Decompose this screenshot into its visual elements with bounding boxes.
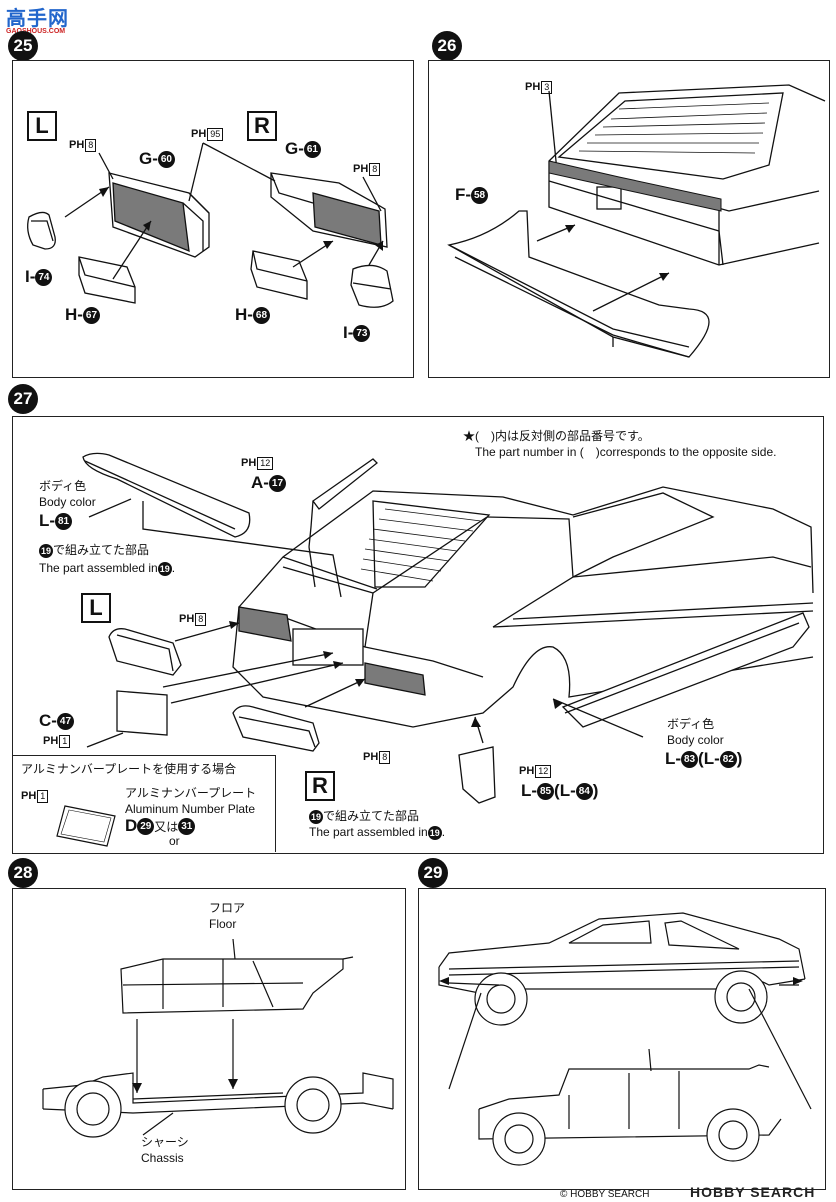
opposite-side-note-en: The part number in ( )corresponds to the… xyxy=(475,445,777,459)
part-h68: H-68 xyxy=(235,305,270,325)
hobby-search-watermark: © HOBBY SEARCH xyxy=(560,1189,650,1200)
step-29-illustration xyxy=(438,912,812,1166)
step-26-number: 26 xyxy=(432,31,462,61)
plate-name-jp: アルミナンバープレート xyxy=(125,786,257,800)
part-l81: L-81 xyxy=(39,511,73,531)
part-i74: I-74 xyxy=(25,267,53,287)
part-c47: C-47 xyxy=(39,711,74,731)
step-27-panel: ★( )内は反対側の部品番号です。 The part number in ( )… xyxy=(12,416,824,854)
step-29-panel xyxy=(418,888,826,1190)
plate-name-en: Aluminum Number Plate xyxy=(125,802,256,816)
step-29-number: 29 xyxy=(418,858,448,888)
step-28-panel: フロア Floor シャーシ Chassis xyxy=(12,888,406,1190)
left-side-badge: L xyxy=(27,111,57,141)
opposite-side-note-jp: ★( )内は反対側の部品番号です。 xyxy=(463,429,650,443)
step-26-illustration xyxy=(447,84,826,358)
floor-label-jp: フロア xyxy=(209,901,246,915)
chassis-label-en: Chassis xyxy=(141,1151,184,1165)
floor-label-en: Floor xyxy=(209,917,237,931)
chassis-label-jp: シャーシ xyxy=(141,1135,189,1149)
step-25-number: 25 xyxy=(8,31,38,61)
part-g60: G-60 xyxy=(139,149,175,169)
plate-option-title: アルミナンバープレートを使用する場合 xyxy=(21,762,237,776)
body-color-jp-1: ボディ色 xyxy=(39,479,87,493)
hobby-search-brand: HOBBY SEARCH xyxy=(690,1184,816,1200)
step-27-illustration xyxy=(82,452,814,804)
right-side-badge: R xyxy=(305,771,335,801)
site-logo: 高手网 GAOSHOUS.COM xyxy=(6,2,69,35)
right-side-badge: R xyxy=(247,111,277,141)
step-28-number: 28 xyxy=(8,858,38,888)
logo-subtext: GAOSHOUS.COM xyxy=(6,28,66,35)
plate-or-en: or xyxy=(169,834,180,848)
step-25-illustration xyxy=(27,142,394,308)
part-l85-l84: L-85(L-84) xyxy=(521,781,599,801)
body-color-jp-2: ボディ色 xyxy=(667,717,715,731)
step-27-number: 27 xyxy=(8,384,38,414)
left-side-badge: L xyxy=(81,593,111,623)
body-color-en-1: Body color xyxy=(39,495,96,509)
part-g61: G-61 xyxy=(285,139,321,159)
part-h67: H-67 xyxy=(65,305,100,325)
logo-text: 高手网 xyxy=(6,8,69,30)
part-i73: I-73 xyxy=(343,323,371,343)
aluminum-plate-drawing xyxy=(56,805,116,847)
body-color-en-2: Body color xyxy=(667,733,724,747)
part-f58: F-58 xyxy=(455,185,489,205)
part-l83-l82: L-83(L-82) xyxy=(665,749,743,769)
part-a17: A-17 xyxy=(251,473,286,493)
step-28-illustration xyxy=(42,938,394,1138)
